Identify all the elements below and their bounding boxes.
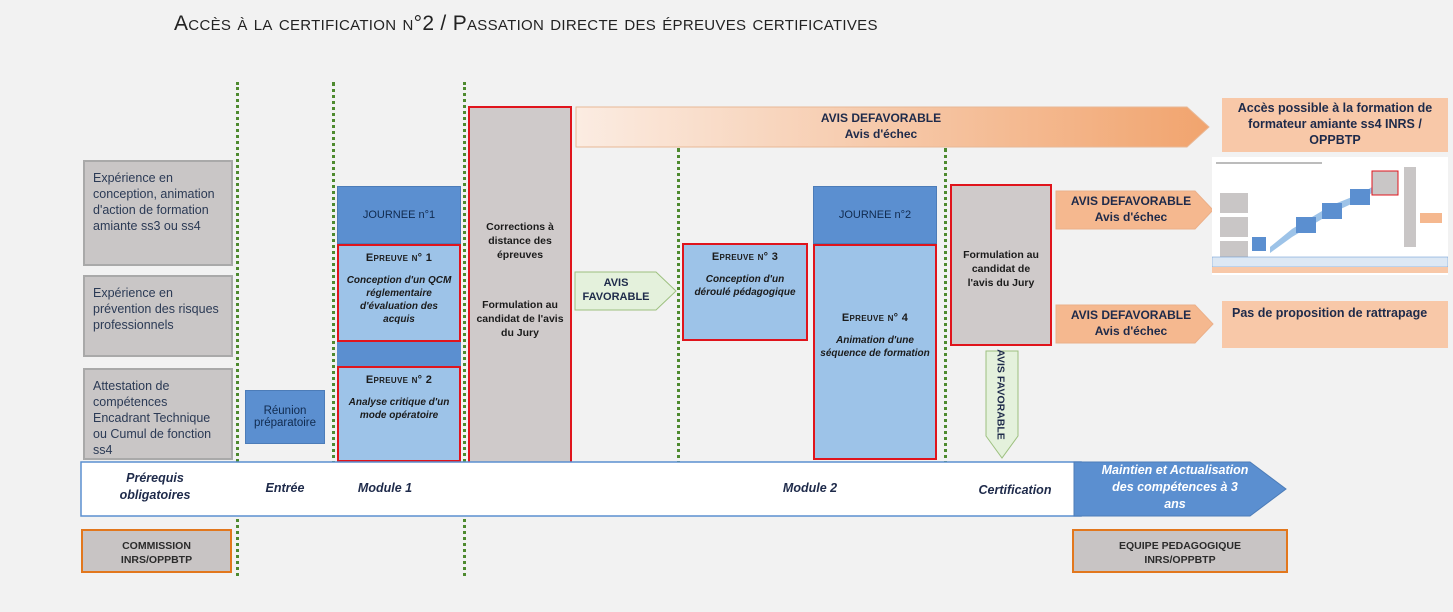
timeline-band xyxy=(80,461,1287,517)
avis-favorable-label-2: AVIS FAVORABLE xyxy=(994,349,1007,440)
band-prerequis: Prérequis obligatoires xyxy=(119,471,191,502)
corrections-box: Corrections à distance des épreuves Form… xyxy=(468,106,572,464)
divider-2 xyxy=(332,82,335,514)
avis-defavorable-1-title: AVIS DEFAVORABLE xyxy=(1070,194,1192,208)
epreuve-4-heading: Epreuve n° 4 xyxy=(841,312,909,324)
journee-1: JOURNEE n°1 xyxy=(337,186,461,244)
equipe-pedagogique-box: EQUIPE PEDAGOGIQUE INRS/OPPBTP xyxy=(1072,529,1288,573)
epreuve-4: Epreuve n° 4 Animation d'une séquence de… xyxy=(813,244,937,460)
epreuve-2-body: Analyse critique d'un mode opératoire xyxy=(348,397,450,421)
prerequis-attestation: Attestation de compétences Encadrant Tec… xyxy=(83,368,233,460)
epreuve-4-body: Animation d'une séquence de formation xyxy=(820,335,930,359)
prerequis-experience-prevention: Expérience en prévention des risques pro… xyxy=(83,275,233,357)
page-title: Accès à la certification n°2 / Passation… xyxy=(174,12,878,35)
corrections-text: Corrections à distance des épreuves xyxy=(486,221,554,261)
avis-echec-top: Avis d'échec xyxy=(844,127,918,141)
avis-defavorable-top-title: AVIS DEFAVORABLE xyxy=(820,111,942,125)
band-module-2: Module 2 xyxy=(782,481,838,495)
avis-defavorable-label-1: AVIS DEFAVORABLE Avis d'échec xyxy=(1060,193,1202,225)
epreuve-3: Epreuve n° 3 Conception d'un déroulé péd… xyxy=(682,243,808,341)
avis-favorable-arrow-down xyxy=(985,350,1019,459)
reunion-preparatoire: Réunion préparatoire xyxy=(245,390,325,444)
prerequis-experience-conception: Expérience en conception, animation d'ac… xyxy=(83,160,233,266)
band-certification: Certification xyxy=(978,483,1052,497)
pas-rattrapage-box: Pas de proposition de rattrapage xyxy=(1222,301,1448,348)
corrections-formulation: Formulation au candidat de l'avis du Jur… xyxy=(476,299,564,339)
band-entree: Entrée xyxy=(265,481,305,495)
avis-favorable-label-1: AVIS FAVORABLE xyxy=(582,277,650,303)
divider-4 xyxy=(677,148,680,514)
epreuve-1: Epreuve n° 1 Conception d'un QCM régleme… xyxy=(337,244,461,342)
avis-defavorable-arrow-1 xyxy=(1055,190,1214,230)
epreuve-1-heading: Epreuve n° 1 xyxy=(365,252,433,264)
divider-3 xyxy=(463,82,466,576)
avis-defavorable-top-arrow xyxy=(575,106,1210,148)
commission-box: COMMISSION INRS/OPPBTP xyxy=(81,529,232,573)
avis-defavorable-arrow-2 xyxy=(1055,304,1214,344)
avis-echec-2: Avis d'échec xyxy=(1094,324,1168,338)
epreuve-3-heading: Epreuve n° 3 xyxy=(711,251,779,263)
mini-diagram-thumbnail xyxy=(1212,157,1448,275)
avis-echec-1: Avis d'échec xyxy=(1094,210,1168,224)
journee-2: JOURNEE n°2 xyxy=(813,186,937,244)
divider-5 xyxy=(944,148,947,514)
epreuve-1-body: Conception d'un QCM réglementaire d'éval… xyxy=(346,275,452,325)
avis-defavorable-2-title: AVIS DEFAVORABLE xyxy=(1070,308,1192,322)
divider-1 xyxy=(236,82,239,576)
avis-favorable-arrow-1 xyxy=(574,271,677,311)
formulation-avis-jury: Formulation au candidat de l'avis du Jur… xyxy=(950,184,1052,346)
epreuve-2: Epreuve n° 2 Analyse critique d'un mode … xyxy=(337,366,461,462)
epreuve-2-heading: Epreuve n° 2 xyxy=(365,374,433,386)
acces-formation-box: Accès possible à la formation de formate… xyxy=(1222,98,1448,152)
band-maintien: Maintien et Actualisation des compétence… xyxy=(1101,463,1249,511)
avis-defavorable-label-2: AVIS DEFAVORABLE Avis d'échec xyxy=(1060,307,1202,339)
epreuve-3-body: Conception d'un déroulé pédagogique xyxy=(694,274,796,298)
avis-defavorable-top-label: AVIS DEFAVORABLE Avis d'échec xyxy=(575,110,1187,142)
band-module-1: Module 1 xyxy=(357,481,413,495)
